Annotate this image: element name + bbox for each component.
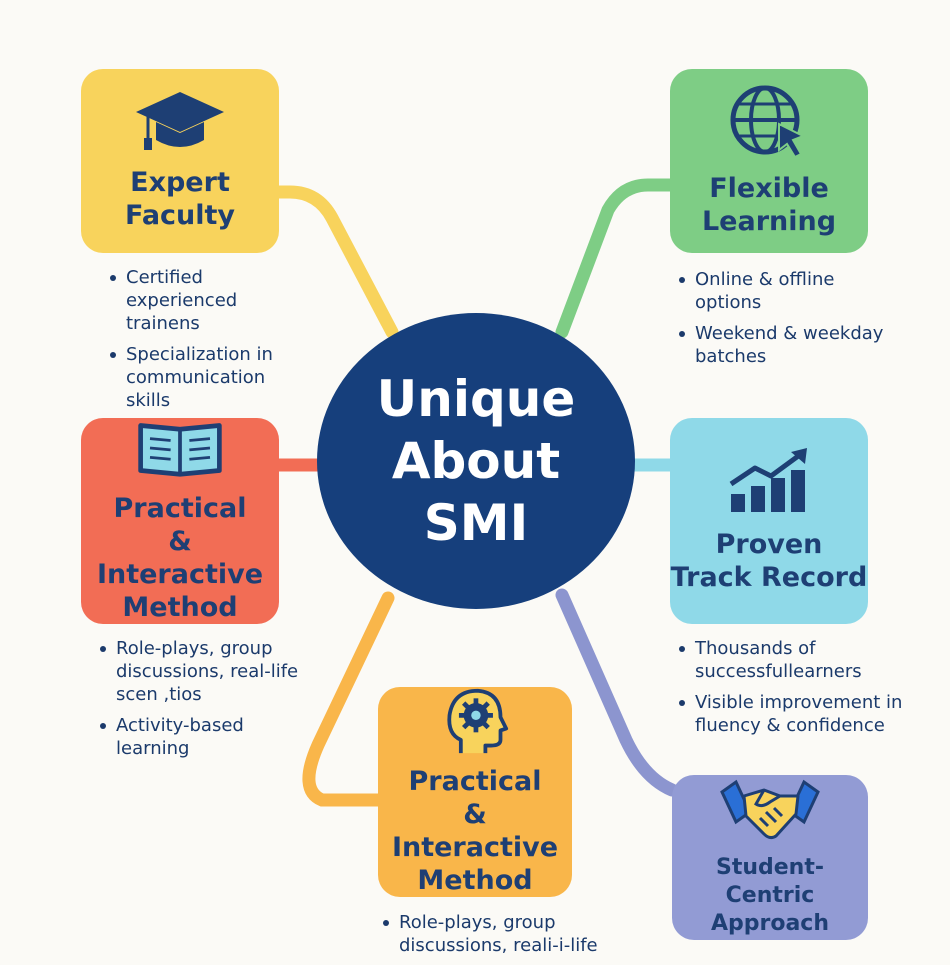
node-practical-interactive-left-title: Practical & Interactive Method [96, 493, 264, 623]
bullet-item: Specialization in communication skills [110, 343, 300, 412]
node-proven-track-record-title: Proven Track Record [670, 529, 868, 593]
connector-practical-2 [302, 591, 395, 807]
bullet-item: Role-plays, group discussions, real-life… [100, 637, 320, 706]
node-student-centric: Student-Centric Approach [672, 775, 868, 940]
open-book-icon [138, 423, 222, 477]
node-flexible-learning: Flexible Learning [670, 69, 868, 253]
node-expert-faculty: Expert Faculty [81, 69, 279, 253]
bullet-item: Role-plays, group discussions, reali-i-l… [383, 911, 643, 957]
bullet-item: Thousands of successfullearners [679, 637, 919, 683]
bullet-item: Visible improvement in fluency & confide… [679, 691, 919, 737]
node-practical-interactive-bottom-title: Practical & Interactive Method [391, 766, 559, 896]
head-gear-icon [447, 688, 509, 754]
growth-chart-icon [729, 448, 807, 512]
bullets-proven-track-record: Thousands of successfullearners Visible … [679, 637, 919, 745]
globe-cursor-icon [730, 85, 806, 159]
bullets-flexible-learning: Online & offline options Weekend & weekd… [679, 268, 889, 376]
node-practical-interactive-bottom: Practical & Interactive Method [378, 687, 572, 897]
node-expert-faculty-title: Expert Faculty [124, 167, 236, 231]
center-node: Unique About SMI [317, 313, 635, 609]
handshake-icon [720, 779, 820, 839]
connector-student-centric [555, 588, 679, 797]
center-title: Unique About SMI [376, 370, 576, 552]
bullets-practical-interactive-left: Role-plays, group discussions, real-life… [100, 637, 320, 768]
node-flexible-learning-title: Flexible Learning [701, 173, 837, 237]
bullets-expert-faculty: Certified experienced trainens Specializ… [110, 266, 300, 420]
node-practical-interactive-left: Practical & Interactive Method [81, 418, 279, 624]
bullet-item: Certified experienced trainens [110, 266, 300, 335]
connector-expert-faculty [271, 185, 399, 339]
graduation-cap-icon [136, 92, 224, 150]
bullet-item: Online & offline options [679, 268, 889, 314]
node-student-centric-title: Student-Centric Approach [710, 854, 830, 936]
connector-flexible-learning [555, 178, 679, 339]
bullets-practical-interactive-bottom: Role-plays, group discussions, reali-i-l… [383, 911, 643, 965]
bullet-item: Activity-based learning [100, 714, 320, 760]
bullet-item: Weekend & weekday batches [679, 322, 889, 368]
node-proven-track-record: Proven Track Record [670, 418, 868, 624]
